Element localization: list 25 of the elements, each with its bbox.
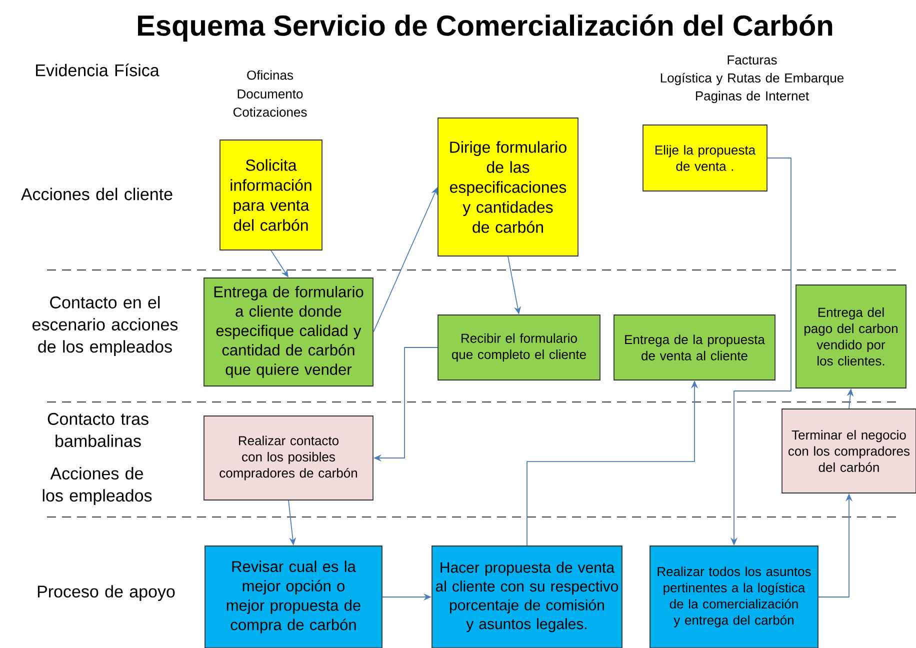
process-box: Hacer propuesta de venta al cliente con su respectivo porcentaje de comisión y asuntos legales. [432,546,622,648]
lane-label: Acciones del cliente [20,188,172,200]
process-box: Entrega del pago del carbon vendido por los clientes. [796,284,906,388]
lane-label: Acciones de los empleados [42,467,152,505]
lane-label: Documento [238,89,303,99]
process-box: Terminar el negocio con los compradores del carbón [782,408,916,494]
title: Esquema Servicio de Comercialización del Carbón [138,14,832,42]
process-box: Realizar contacto con los posibles compradores de carbón [204,416,374,500]
process-box: Elije la propuesta de venta . [642,124,768,192]
process-box: Revisar cual es la mejor opción o mejor propuesta de compra de carbón [204,546,382,648]
lane-label: Contacto tras bambalinas [48,412,148,448]
lane-label: Facturas [728,55,777,65]
lane-label: Contacto en el escenario acciones de los empleados [32,296,178,356]
process-box: Entrega de formulario a cliente donde especifique calidad y cantidad de carbón que quiere vender [204,278,374,386]
process-box: Solicita información para venta del carbón [220,140,322,250]
process-box: Realizar todos los asuntos pertinentes a la logística de la comercialización y entrega del carbón [650,546,818,648]
lane-label: Evidencia Física [36,64,160,76]
lane-label: Proceso de apoyo [38,585,175,601]
process-box: Recibir el formulario que completo el cliente [438,314,600,380]
process-box: Dirige formulario de las especificaciones y cantidades de carbón [438,118,578,256]
lane-label: Paginas de Internet [696,90,809,104]
lane-label: Logística y Rutas de Embarque [660,72,844,86]
process-box: Entrega de la propuesta de venta al cliente [614,314,776,380]
lane-label: Oficinas [247,70,294,80]
lane-label: Cotizaciones [233,107,307,117]
